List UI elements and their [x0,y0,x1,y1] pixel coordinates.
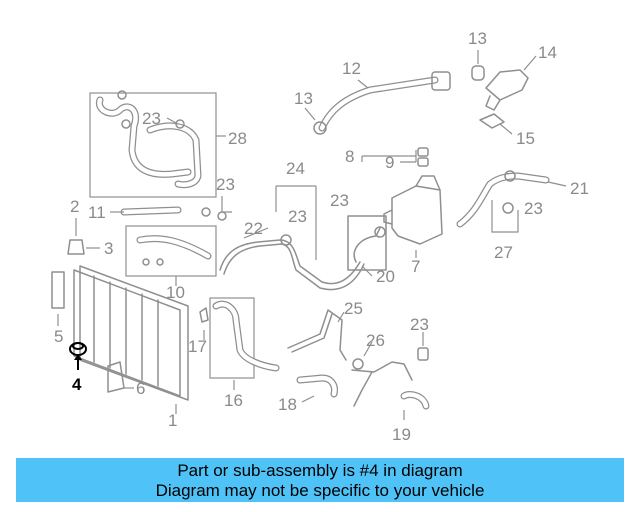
clamp-23-left [201,196,232,221]
expansion-tank [383,175,443,258]
label-28: 28 [228,129,247,148]
label-16: 16 [224,391,243,410]
label-27: 27 [494,243,513,262]
banner-line-disclaimer: Diagram may not be specific to your vehi… [155,481,485,500]
hose-assembly-inset [89,90,226,198]
small-clamps [361,147,429,167]
label-3: 3 [104,239,113,258]
parts-diagram: 1 2 3 4 5 6 7 8 9 10 11 12 13 13 14 15 1… [51,29,589,444]
bracket-5 [51,271,65,326]
label-6: 6 [136,379,145,398]
label-22: 22 [244,219,263,238]
label-23b: 23 [216,175,235,194]
hose-18 [296,374,338,403]
coolant-pipes-center [219,185,387,291]
radiator [73,265,189,414]
label-7: 7 [411,257,420,276]
label-2: 2 [70,197,79,216]
label-19: 19 [392,425,411,444]
label-13b: 13 [294,89,313,108]
label-13a: 13 [468,29,487,48]
label-21: 21 [570,179,589,198]
info-banner: Part or sub-assembly is #4 in diagram Di… [16,458,624,502]
upper-hose [304,71,451,135]
label-9: 9 [385,153,394,172]
label-12: 12 [342,59,361,78]
label-23c: 23 [288,207,307,226]
hose-19 [400,390,430,420]
callout-labels: 1 2 3 4 5 6 7 8 9 10 11 12 13 13 14 15 1… [54,29,589,444]
clamp-23-right [417,332,429,361]
part-4-drain-plug [69,342,87,370]
label-11: 11 [88,203,106,222]
label-14: 14 [538,43,557,62]
label-8: 8 [345,147,354,166]
thermostat-housing [471,50,537,135]
label-23d: 23 [330,191,349,210]
label-4-highlighted: 4 [72,375,82,394]
label-18: 18 [278,395,297,414]
pipe-25 [287,309,347,361]
banner-line-part-number: Part or sub-assembly is #4 in diagram [177,461,463,480]
label-17: 17 [188,337,207,356]
label-10: 10 [166,283,185,302]
label-24: 24 [286,159,305,178]
left-small-parts [67,206,182,255]
bracket-6 [107,361,134,393]
pipe-26 [351,341,413,407]
label-15: 15 [516,129,535,148]
label-25: 25 [344,299,363,318]
label-23e: 23 [524,199,543,218]
hose-10-inset [125,225,217,286]
label-1: 1 [168,411,177,430]
hose-16-inset [199,297,280,390]
label-5: 5 [54,327,63,346]
label-26: 26 [366,331,385,350]
label-23a: 23 [142,109,161,128]
label-23f: 23 [410,315,429,334]
label-20: 20 [376,267,395,286]
coolant-pipe-right [456,170,567,233]
